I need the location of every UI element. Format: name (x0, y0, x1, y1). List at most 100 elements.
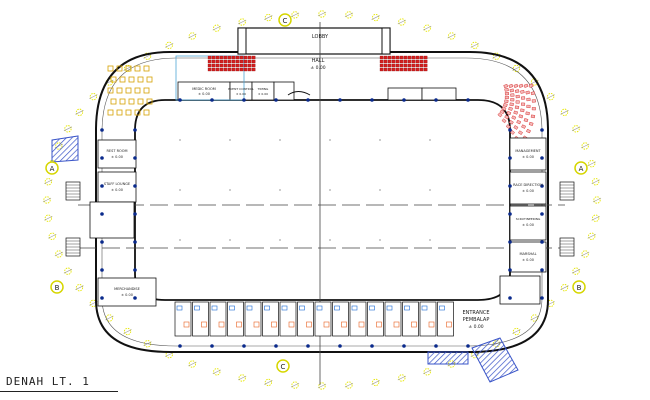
column (242, 98, 246, 102)
seat (235, 63, 240, 68)
column (133, 240, 137, 244)
seat (530, 91, 536, 96)
column (100, 156, 104, 160)
seat (251, 67, 256, 72)
sheet-title-underline (0, 391, 118, 392)
seat (227, 59, 232, 64)
seat (207, 63, 212, 68)
column (178, 98, 182, 102)
pit-box (192, 301, 209, 337)
pit-box (297, 301, 314, 337)
seat (531, 107, 536, 111)
lobby-block (237, 27, 391, 55)
tree (290, 381, 300, 389)
seat (415, 67, 420, 72)
pit-box (437, 301, 454, 337)
tree (212, 368, 221, 376)
column (306, 344, 310, 348)
seat (391, 59, 396, 64)
seat (215, 59, 220, 64)
seat (207, 67, 212, 72)
tree (44, 178, 53, 186)
survey-point (379, 139, 381, 141)
seat (415, 63, 420, 68)
tree (317, 10, 327, 18)
entrance-label-1: ENTRANCE (462, 310, 489, 316)
column (210, 344, 214, 348)
seat (518, 114, 524, 119)
seat (391, 67, 396, 72)
survey-point (379, 189, 381, 191)
seat (411, 63, 416, 68)
column (100, 296, 104, 300)
column (508, 268, 512, 272)
tree (530, 314, 539, 322)
tree (89, 93, 98, 101)
column (100, 212, 104, 216)
right-rooms (499, 137, 547, 305)
tree (371, 13, 380, 22)
survey-point (229, 189, 231, 191)
cafe-table (110, 76, 117, 83)
structural-columns (100, 98, 544, 348)
seat (516, 119, 522, 125)
cafe-table (110, 98, 117, 105)
seat (383, 59, 388, 64)
sheet-title: DENAH LT. 1 (6, 375, 90, 388)
seat (423, 59, 428, 64)
tree (123, 327, 132, 336)
seat (423, 67, 428, 72)
svg-text:B: B (577, 284, 582, 292)
tree (546, 93, 555, 101)
seat (518, 130, 523, 135)
cafe-table (146, 76, 153, 83)
seat (499, 109, 505, 115)
cafe-table (146, 98, 153, 105)
seat (387, 55, 392, 60)
seat (407, 63, 412, 68)
seat (235, 67, 240, 72)
seat (211, 55, 216, 60)
seat (235, 55, 240, 60)
tree (397, 374, 406, 382)
seat (411, 55, 416, 60)
seat (239, 55, 244, 60)
pit-box (227, 301, 244, 337)
top-offices (177, 81, 457, 101)
seat (525, 111, 530, 116)
column (178, 344, 182, 348)
seat (505, 124, 511, 129)
svg-text:A: A (50, 165, 55, 173)
seat (403, 67, 408, 72)
tree (581, 142, 590, 150)
column (338, 344, 342, 348)
seat (227, 63, 232, 68)
race-direction-label: RACE DIRECTION (513, 183, 543, 187)
event-control-label: EVENT CONTROL (228, 87, 254, 91)
column (133, 128, 137, 132)
seat (504, 99, 509, 104)
tree (212, 24, 221, 32)
entrance-label-2: PEMBALAP (463, 317, 490, 323)
seat (515, 94, 520, 99)
seat (211, 59, 216, 64)
timing-level: ± 0.00 (258, 92, 268, 96)
merchandise-label: MERCHANDISE (114, 287, 140, 291)
survey-point (279, 189, 281, 191)
grid-marker-right-upper: A (574, 161, 588, 175)
seat (231, 59, 236, 64)
tree (238, 18, 247, 26)
tree (105, 314, 114, 322)
seat (521, 96, 526, 100)
cafe-table (119, 98, 126, 105)
column (508, 212, 512, 216)
column (434, 344, 438, 348)
pit-box (174, 301, 192, 337)
courtyard-marks (179, 139, 431, 241)
column (540, 240, 544, 244)
seat (219, 59, 224, 64)
seat (227, 67, 232, 72)
column (466, 98, 470, 102)
pit-box (314, 301, 332, 337)
seat (508, 106, 513, 111)
